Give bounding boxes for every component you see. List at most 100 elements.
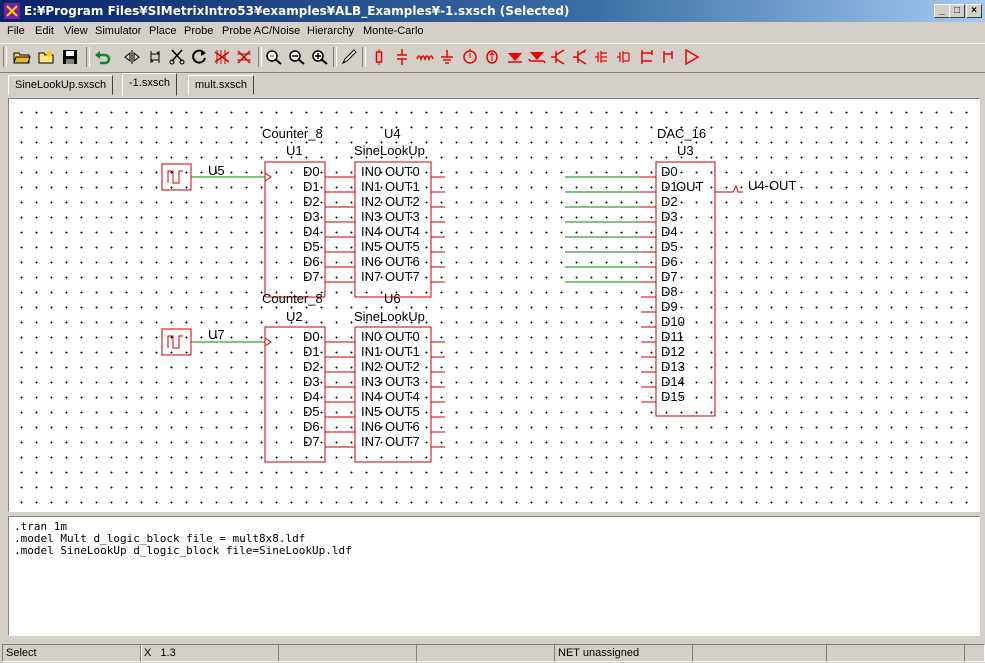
pin-label: IN6: [361, 254, 381, 269]
component-type: SineLookUp: [354, 143, 425, 158]
amplifier-icon[interactable]: [659, 47, 679, 67]
net-label-u4-out: U4-OUT: [748, 178, 796, 193]
menu-place[interactable]: Place: [149, 25, 177, 37]
dac-u3[interactable]: DAC_16 U3 D0 D1 OUT D2 D3 D4 D5 D6 D7 D8…: [641, 126, 743, 417]
status-net: NET unassigned: [554, 644, 693, 662]
zoom-out-icon[interactable]: [287, 47, 307, 67]
title-bar[interactable]: E:¥Program Files¥SIMetrixIntro53¥example…: [0, 0, 985, 22]
menu-monte-carlo[interactable]: Monte-Carlo: [363, 25, 424, 37]
counter-u1[interactable]: Counter_8 U1 D0 D1 D2 D3 D4 D5 D6 D7: [262, 126, 355, 298]
menu-file[interactable]: File: [7, 25, 25, 37]
pin-label: IN1: [361, 344, 381, 359]
pin-label: D4: [303, 224, 320, 239]
schematic-canvas[interactable]: U5 U7 Counter_8 U1 D0 D1 D2 D3 D4 D5 D6 …: [8, 98, 980, 512]
toolbar-separator: [333, 47, 337, 67]
menu-hierarchy[interactable]: Hierarchy: [307, 25, 355, 37]
nmos-icon[interactable]: [593, 47, 613, 67]
open-folder-icon[interactable]: [12, 47, 32, 67]
pin-label: D4: [661, 224, 678, 239]
maximize-button[interactable]: □: [949, 4, 965, 18]
pin-label: IN2: [361, 359, 381, 374]
status-mode: Select: [2, 644, 142, 662]
ground-icon[interactable]: [437, 47, 457, 67]
delete-icon[interactable]: [234, 47, 254, 67]
pulse-source-u7[interactable]: [161, 328, 192, 356]
component-type: DAC_16: [657, 126, 706, 141]
pin-label: OUT2: [385, 194, 420, 209]
close-button[interactable]: ×: [966, 4, 982, 18]
counter-u2[interactable]: Counter_8 U2 D0 D1 D2 D3 D4 D5 D6 D7: [262, 291, 355, 463]
voltage-source-icon[interactable]: [460, 47, 480, 67]
pin-label: IN7: [361, 269, 381, 284]
menu-probe[interactable]: Probe: [184, 25, 214, 37]
cut-icon[interactable]: [167, 47, 187, 67]
minimize-button[interactable]: _: [934, 4, 950, 18]
current-source-icon[interactable]: [482, 47, 502, 67]
zoom-fit-icon[interactable]: [264, 47, 284, 67]
mirror-icon[interactable]: [122, 47, 142, 67]
pencil-icon[interactable]: [339, 47, 359, 67]
pin-label: IN7: [361, 434, 381, 449]
pin-label: D5: [303, 239, 320, 254]
pin-label: D3: [303, 374, 320, 389]
zoom-in-icon[interactable]: [310, 47, 330, 67]
undo-icon[interactable]: [93, 47, 113, 67]
component-ref: U3: [677, 143, 694, 158]
pin-label: OUT7: [385, 434, 420, 449]
pin-label: D5: [661, 239, 678, 254]
pin-label: IN4: [361, 389, 381, 404]
tab-sinelookup[interactable]: SineLookUp.sxsch: [8, 75, 114, 95]
tab-minus1[interactable]: -1.sxsch: [122, 73, 177, 96]
netlist-line: .model Mult d_logic_block file = mult8x8…: [14, 532, 306, 545]
inductor-icon[interactable]: [415, 47, 435, 67]
opamp-icon[interactable]: [637, 47, 657, 67]
pnp-icon[interactable]: [571, 47, 591, 67]
delete-wire-icon[interactable]: [212, 47, 232, 67]
pin-label: D3: [303, 209, 320, 224]
menu-simulator[interactable]: Simulator: [95, 25, 142, 37]
pin-label: D2: [303, 359, 320, 374]
new-file-icon[interactable]: [36, 47, 56, 67]
resistor-icon[interactable]: [369, 47, 389, 67]
component-ref: U2: [286, 309, 303, 324]
redo-icon[interactable]: [189, 47, 209, 67]
pmos-icon[interactable]: [615, 47, 635, 67]
diode-icon[interactable]: [505, 47, 525, 67]
pin-label: IN5: [361, 404, 381, 419]
capacitor-icon[interactable]: [392, 47, 412, 67]
pin-label: D9: [661, 299, 678, 314]
npn-icon[interactable]: [549, 47, 569, 67]
pin-label: OUT: [676, 179, 704, 194]
component-ref: U4: [384, 126, 401, 141]
netlist-line: .tran 1m: [14, 520, 67, 533]
toolbar-separator: [3, 47, 7, 67]
status-bar: Select X 1.3 NET unassigned: [0, 642, 985, 663]
pin-label: D3: [661, 209, 678, 224]
tab-mult[interactable]: mult.sxsch: [188, 75, 254, 95]
pulse-source-u5[interactable]: [161, 163, 192, 191]
pin-label: OUT4: [385, 224, 420, 239]
rotate-icon[interactable]: [145, 47, 165, 67]
simetrix-app-icon[interactable]: [4, 3, 20, 19]
resize-grip-icon[interactable]: [964, 644, 985, 662]
document-tabs: SineLookUp.sxsch -1.sxsch mult.sxsch: [0, 72, 985, 96]
buffer-icon[interactable]: [682, 47, 702, 67]
pin-label: OUT5: [385, 239, 420, 254]
zener-icon[interactable]: [527, 47, 547, 67]
sinelookup-u4[interactable]: U4 SineLookUp IN0 IN1 IN2 IN3 IN4 IN5 IN…: [354, 126, 445, 298]
net-label-u5: U5: [208, 163, 225, 178]
pin-label: D0: [303, 329, 320, 344]
bus-wires[interactable]: [565, 176, 641, 283]
status-coordinates: X 1.3: [140, 644, 279, 662]
coord-label: X: [144, 647, 152, 659]
pin-label: D5: [303, 404, 320, 419]
pin-label: IN6: [361, 419, 381, 434]
save-icon[interactable]: [60, 47, 80, 67]
pin-label: OUT1: [385, 179, 420, 194]
sinelookup-u6[interactable]: U6 SineLookUp IN0 IN1 IN2 IN3 IN4 IN5 IN…: [354, 291, 445, 463]
menu-edit[interactable]: Edit: [35, 25, 54, 37]
netlist-text-area[interactable]: .tran 1m .model Mult d_logic_block file …: [8, 516, 980, 636]
component-ref: U1: [286, 143, 303, 158]
menu-view[interactable]: View: [64, 25, 88, 37]
menu-probe-ac-noise[interactable]: Probe AC/Noise: [222, 25, 301, 37]
